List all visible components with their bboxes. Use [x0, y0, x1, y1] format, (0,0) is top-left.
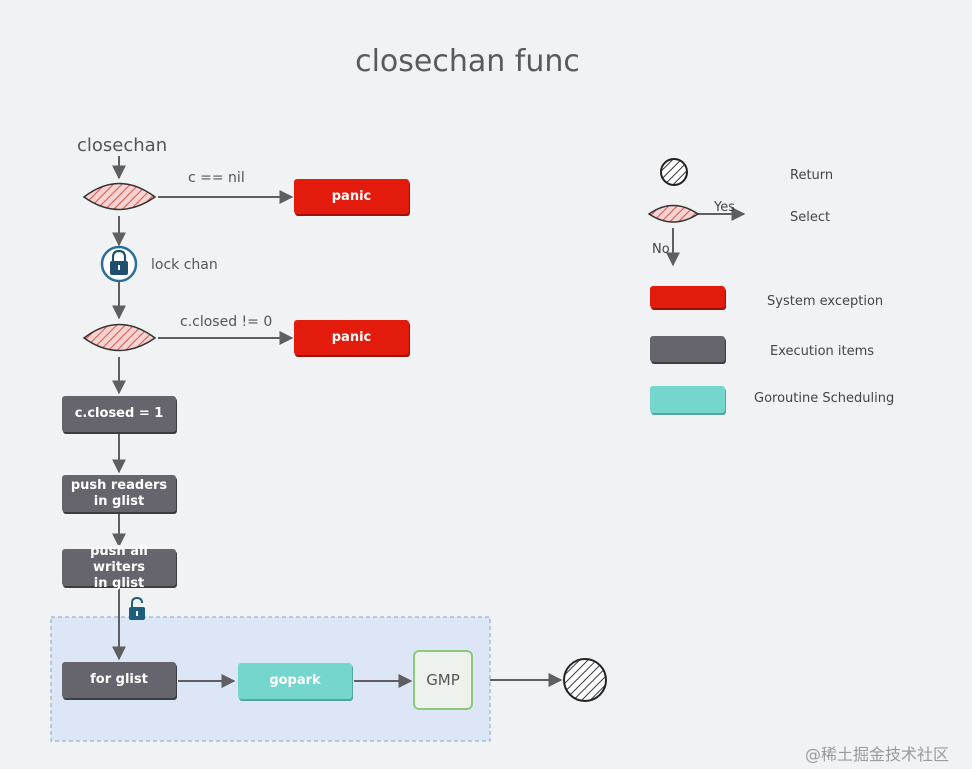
legend-system-exception-label: System exception — [767, 294, 884, 309]
legend-yes-label: Yes — [714, 200, 735, 215]
legend-goroutine-scheduling-swatch — [650, 386, 725, 413]
legend-return-circle — [660, 158, 688, 186]
gopark-box: gopark — [238, 663, 352, 699]
condition-nil-label: c == nil — [188, 170, 245, 186]
legend-execution-items-label: Execution items — [770, 344, 875, 359]
set-closed-box: c.closed = 1 — [62, 396, 176, 432]
push-readers-box: push readers in glist — [62, 475, 176, 512]
for-glist-box: for glist — [62, 662, 176, 698]
legend-select-diamond — [647, 204, 700, 223]
panic-box-2: panic — [294, 320, 409, 355]
legend-select-label: Select — [790, 210, 831, 225]
legend-return-label: Return — [790, 168, 834, 183]
select-diamond-closed — [82, 323, 157, 352]
push-writers-box: push all writers in glist — [62, 544, 176, 591]
lock-chan-label: lock chan — [151, 257, 218, 273]
legend-execution-items-swatch — [650, 336, 725, 362]
connectors — [112, 156, 746, 688]
gmp-box: GMP — [413, 650, 473, 710]
watermark-text: @稀土掘金技术社区 — [805, 745, 950, 764]
start-label: closechan — [77, 135, 168, 156]
panic-box-1: panic — [294, 179, 409, 214]
legend-goroutine-scheduling-label: Goroutine Scheduling — [754, 391, 895, 406]
legend-no-label: No — [652, 242, 670, 257]
unlock-icon — [129, 596, 145, 620]
lock-chan-icon — [100, 245, 138, 283]
return-circle — [563, 658, 607, 702]
condition-closed-label: c.closed != 0 — [180, 314, 273, 330]
legend-system-exception-swatch — [650, 286, 725, 308]
diagram-title: closechan func — [355, 44, 580, 79]
select-diamond-nil — [82, 182, 157, 211]
